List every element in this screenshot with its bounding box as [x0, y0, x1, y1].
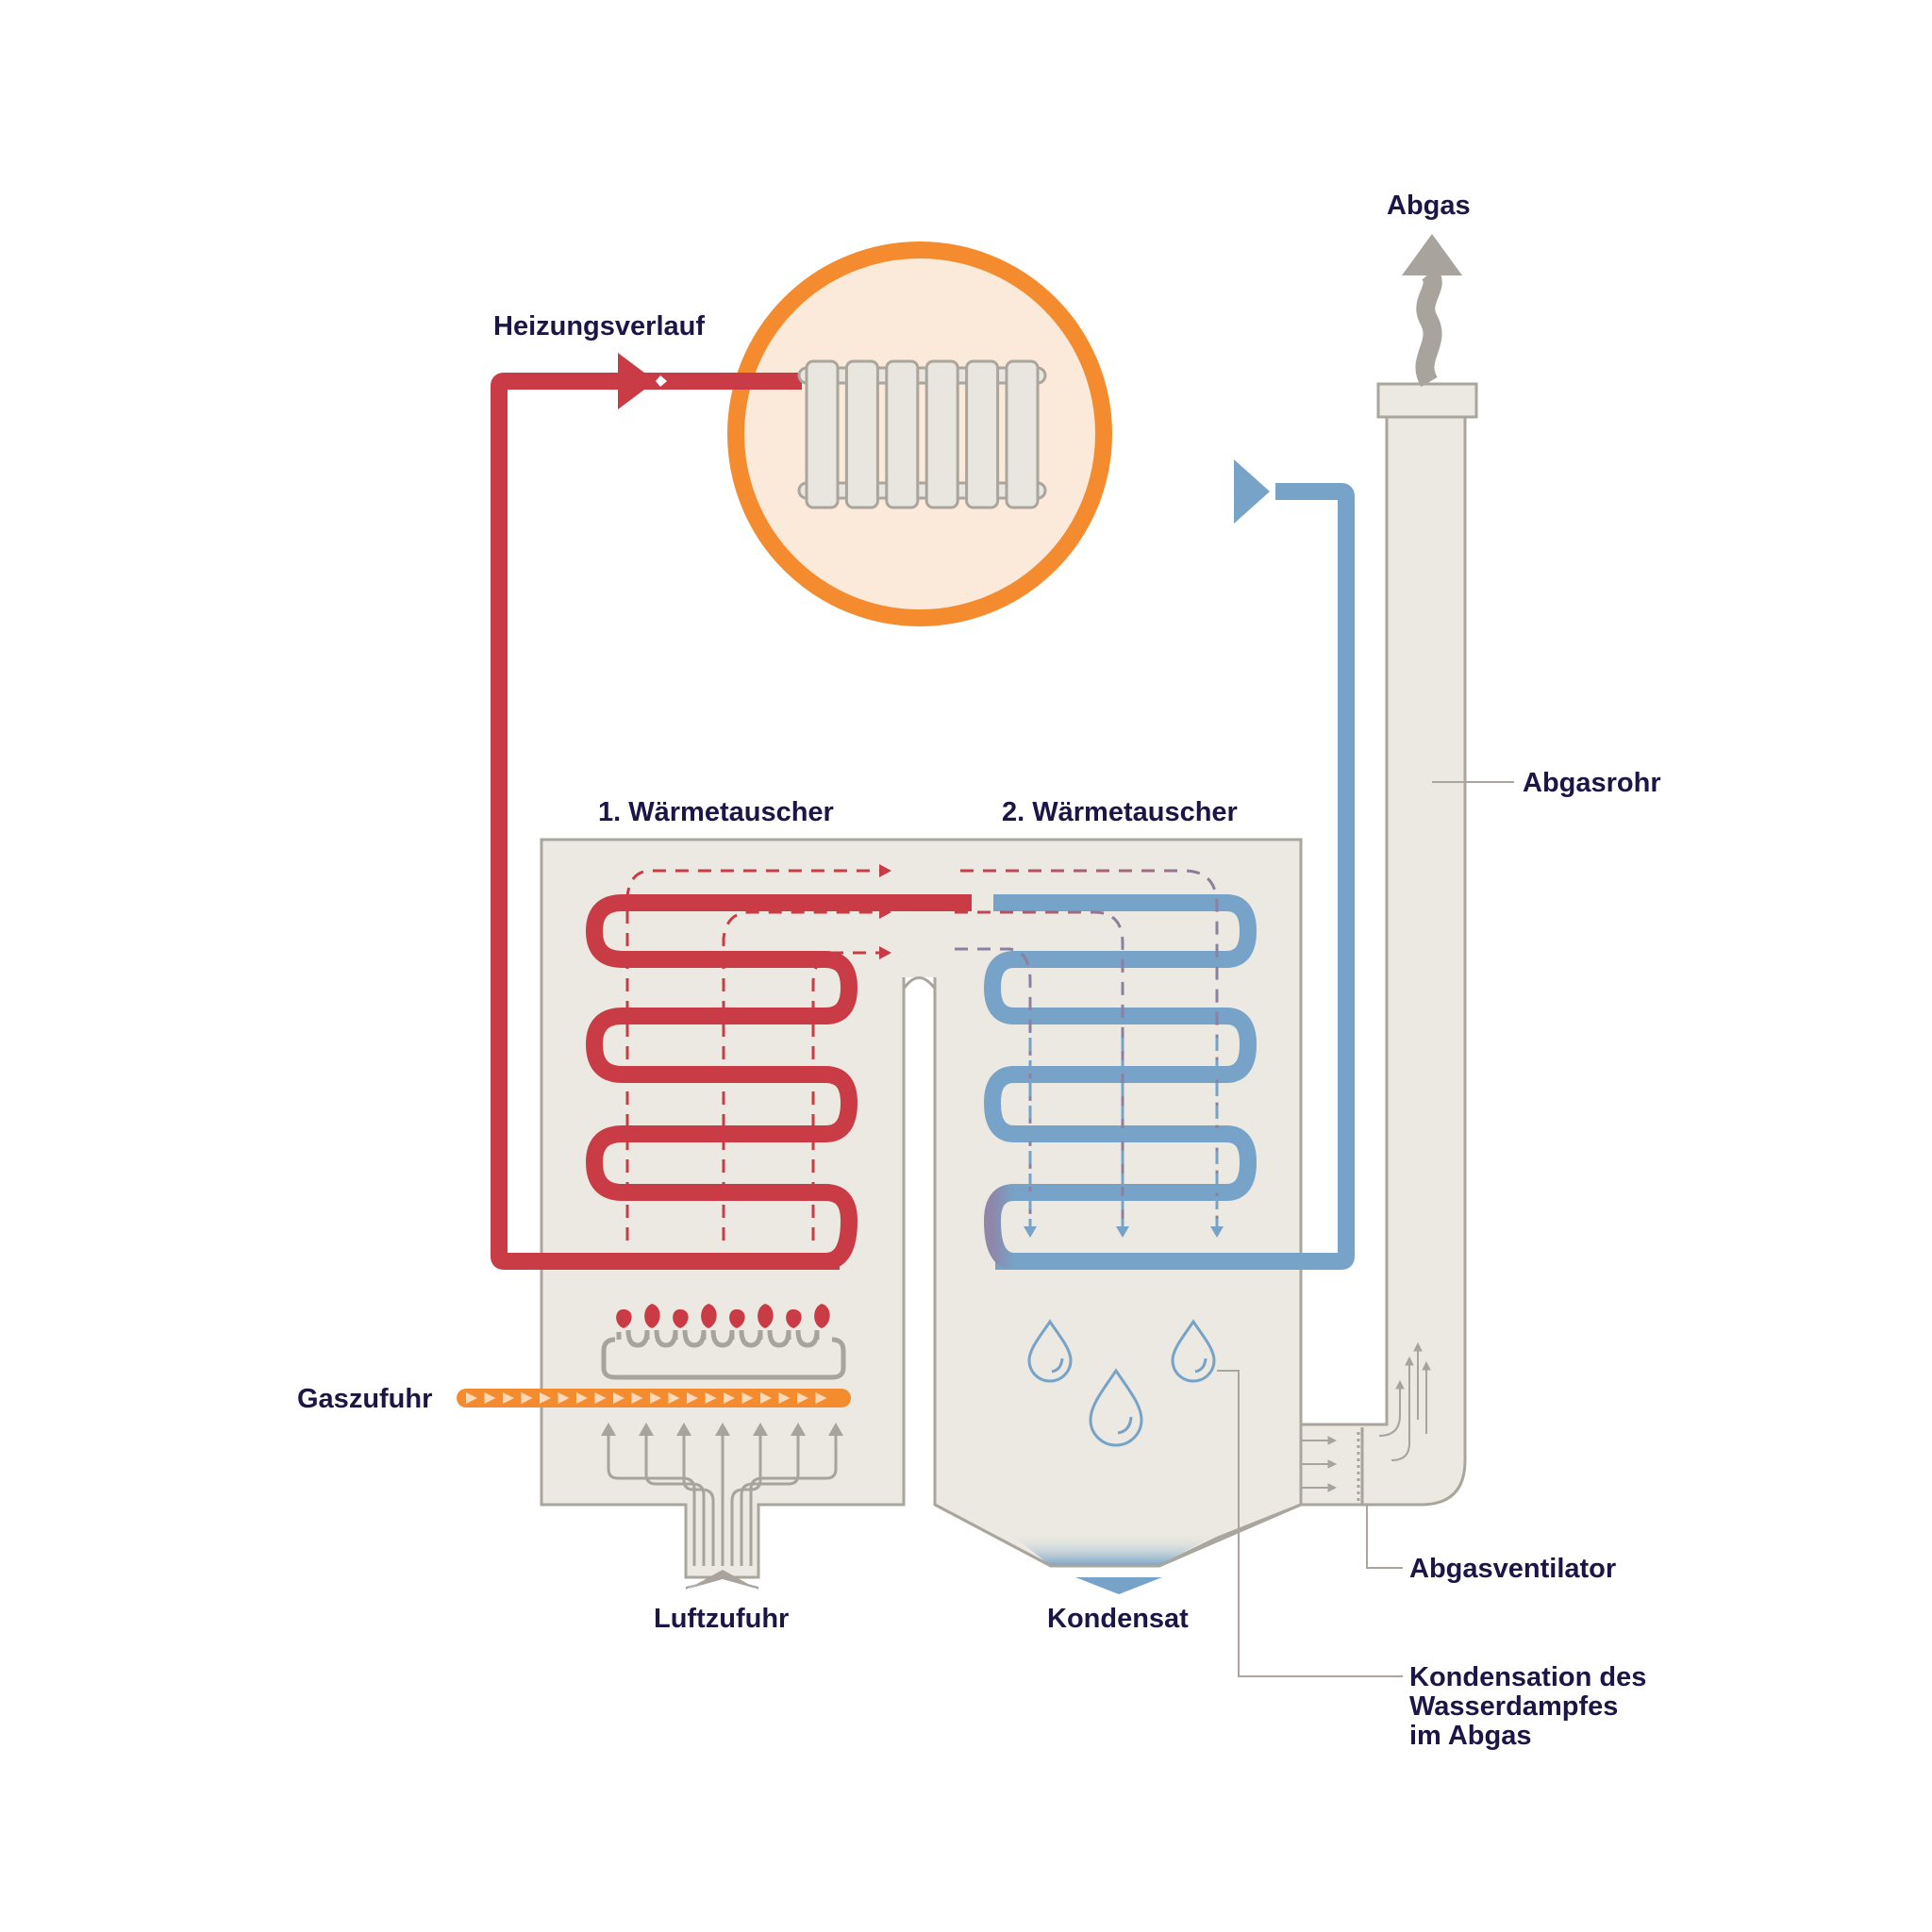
- air-flow-line: [749, 1432, 838, 1566]
- exhaust-pipe-label: Abgasrohr: [1523, 768, 1661, 798]
- heat-exchanger-1-coil: [585, 894, 972, 1270]
- burner-manifold: [601, 1337, 846, 1380]
- exhaust-pipe: [1299, 382, 1478, 1507]
- return-pipe: [995, 459, 1355, 1270]
- flame-icon: [758, 1304, 774, 1328]
- leader-abgasventilator: [1366, 1505, 1403, 1569]
- air-arrow-icon: [676, 1423, 691, 1436]
- gas-flow-chevron: [815, 1392, 827, 1404]
- heat-exchanger-2-label: 2. Wärmetauscher: [1002, 797, 1238, 827]
- flame-icon: [701, 1304, 717, 1328]
- water-drops: [1027, 1319, 1216, 1447]
- air-intake-arrows: [601, 1423, 843, 1566]
- water-drop-icon: [1089, 1368, 1143, 1447]
- gas-flow-chevron: [631, 1392, 643, 1404]
- radiator-section: [965, 359, 1000, 509]
- chimney-cap: [1376, 382, 1478, 419]
- gas-flow-chevron: [797, 1392, 808, 1404]
- air-arrow-icon: [791, 1423, 806, 1436]
- flame-icon: [644, 1304, 660, 1328]
- gas-flow-chevron: [705, 1392, 717, 1404]
- flame-icon: [616, 1308, 632, 1328]
- gas-flow-chevron: [778, 1392, 791, 1404]
- return-arrow-icon: [1234, 459, 1270, 524]
- air-flow-line: [682, 1432, 715, 1566]
- heating-flow-label: Heizungsverlauf: [493, 311, 705, 341]
- gas-flow-chevron: [594, 1392, 607, 1404]
- heating-flow-pipe: [491, 353, 840, 1270]
- gas-flow-chevron: [540, 1392, 551, 1404]
- leader-lines: [1217, 781, 1514, 1677]
- air-arrow-icon: [715, 1423, 730, 1436]
- gas-supply-pipe: [457, 1389, 851, 1407]
- gas-supply-label: Gaszufuhr: [297, 1384, 432, 1414]
- condensation-label-line1: Kondensation des: [1409, 1662, 1646, 1692]
- exhaust-label: Abgas: [1387, 191, 1471, 221]
- radiator-icon: [797, 359, 1047, 509]
- flame-icon: [673, 1308, 689, 1328]
- gas-flow-chevron: [576, 1392, 588, 1404]
- exhaust-fan-icon: [1302, 1341, 1431, 1505]
- leader-kondensation: [1217, 1370, 1403, 1677]
- gas-flow-chevron: [724, 1392, 735, 1404]
- condensate-label: Kondensat: [1047, 1604, 1189, 1634]
- gas-flow-chevron: [668, 1392, 680, 1404]
- gas-flow-chevron: [521, 1392, 533, 1404]
- flame-icon: [814, 1304, 830, 1328]
- flue-gas-flow: [625, 869, 1219, 1241]
- gas-flow-chevron: [650, 1392, 661, 1404]
- air-arrow-icon: [828, 1423, 843, 1436]
- flow-arrow-icon: [618, 353, 656, 409]
- gas-flow-chevron: [613, 1392, 625, 1404]
- exhaust-fan-label: Abgasventilator: [1409, 1554, 1616, 1584]
- condensate-pool: [1009, 1533, 1218, 1566]
- radiator-circle: [727, 242, 1112, 626]
- gas-flow-chevron: [741, 1392, 754, 1404]
- air-arrow-icon: [639, 1423, 654, 1436]
- water-drop-icon: [1027, 1319, 1073, 1383]
- air-supply-label: Luftzufuhr: [654, 1604, 789, 1634]
- water-drop-icon: [1171, 1319, 1216, 1383]
- heat-exchanger-1-label: 1. Wärmetauscher: [598, 797, 834, 827]
- flame-icon: [729, 1308, 745, 1328]
- boiler-housing: [540, 838, 1303, 1579]
- flame-icon: [786, 1308, 802, 1328]
- gas-flow-chevron: [503, 1392, 514, 1404]
- condensation-label-line2: Wasserdampfes: [1409, 1691, 1618, 1722]
- radiator-section: [1005, 359, 1040, 509]
- radiator-section: [924, 359, 959, 509]
- condensation-label-line3: im Abgas: [1409, 1721, 1531, 1751]
- gas-flow-chevron: [466, 1392, 477, 1404]
- condensate-drain-icon: [1075, 1577, 1162, 1594]
- gas-flow-chevron: [484, 1392, 496, 1404]
- burner: [601, 1304, 846, 1380]
- gas-flow-chevron: [687, 1392, 698, 1404]
- flow-arrowheads: [879, 864, 1224, 1238]
- heat-exchanger-2-coil: [967, 894, 1257, 1270]
- radiator-section: [844, 359, 879, 509]
- radiator-section: [885, 359, 920, 509]
- air-arrow-icon: [601, 1423, 616, 1436]
- gas-flow-chevron: [760, 1392, 772, 1404]
- air-arrow-icon: [753, 1423, 768, 1436]
- gas-flow-chevron: [558, 1392, 570, 1404]
- radiator-section: [805, 359, 840, 509]
- exhaust-arrow-icon: [1402, 234, 1462, 388]
